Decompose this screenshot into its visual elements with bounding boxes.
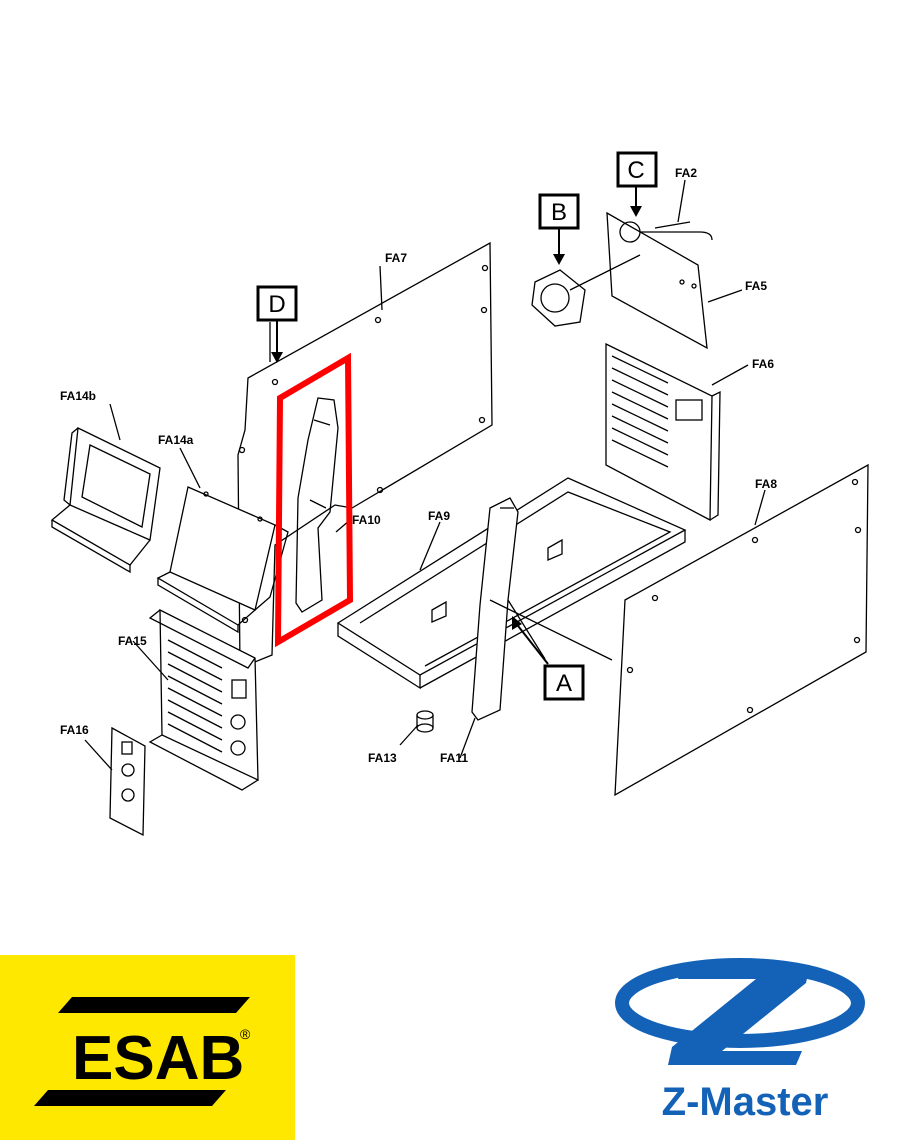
callout-c: C (616, 151, 658, 217)
exploded-parts-diagram: D B C A FA7 FA2 FA5 FA6 FA8 FA14b FA14a … (50, 151, 869, 837)
bracket-fa10 (295, 397, 339, 613)
esab-registered-mark: ® (240, 1026, 251, 1042)
label-fa5: FA5 (745, 279, 767, 293)
fan-assembly-b (531, 254, 641, 327)
callout-c-label: C (627, 157, 644, 184)
plate-fa14a (156, 486, 289, 634)
label-fa14a: FA14a (158, 433, 194, 447)
label-plate-fa16 (109, 726, 146, 837)
esab-logo: ESAB ® (0, 955, 295, 1140)
label-fa8: FA8 (755, 477, 777, 491)
callout-d-label: D (268, 291, 285, 318)
label-fa2: FA2 (675, 166, 697, 180)
rear-plate-fa5 (606, 211, 713, 350)
label-fa14b: FA14b (60, 389, 96, 403)
label-fa9: FA9 (428, 509, 450, 523)
panel-fa7 (237, 241, 493, 669)
panel-fa8 (614, 463, 869, 797)
front-fins-fa15 (148, 608, 259, 791)
zmaster-logo-text: Z-Master (661, 1080, 829, 1124)
label-fa7: FA7 (385, 251, 407, 265)
rear-fins-fa6 (605, 342, 721, 522)
zmaster-logo (610, 955, 880, 1135)
label-fa13: FA13 (368, 751, 397, 765)
callout-a-label: A (556, 670, 572, 697)
label-fa16: FA16 (60, 723, 89, 737)
label-fa11: FA11 (440, 751, 468, 765)
label-fa10: FA10 (352, 513, 381, 527)
esab-logo-text: ESAB (72, 1024, 244, 1093)
label-fa6: FA6 (752, 357, 774, 371)
foot-fa13 (416, 710, 434, 733)
callout-b: B (538, 193, 580, 265)
frame-fa14b (50, 427, 161, 574)
highlight-box-fa10 (274, 352, 354, 648)
callout-d: D (256, 285, 298, 363)
callout-b-label: B (551, 199, 567, 226)
label-fa15: FA15 (118, 634, 147, 648)
handle-fa11 (471, 497, 519, 721)
callout-a: A (512, 616, 585, 701)
